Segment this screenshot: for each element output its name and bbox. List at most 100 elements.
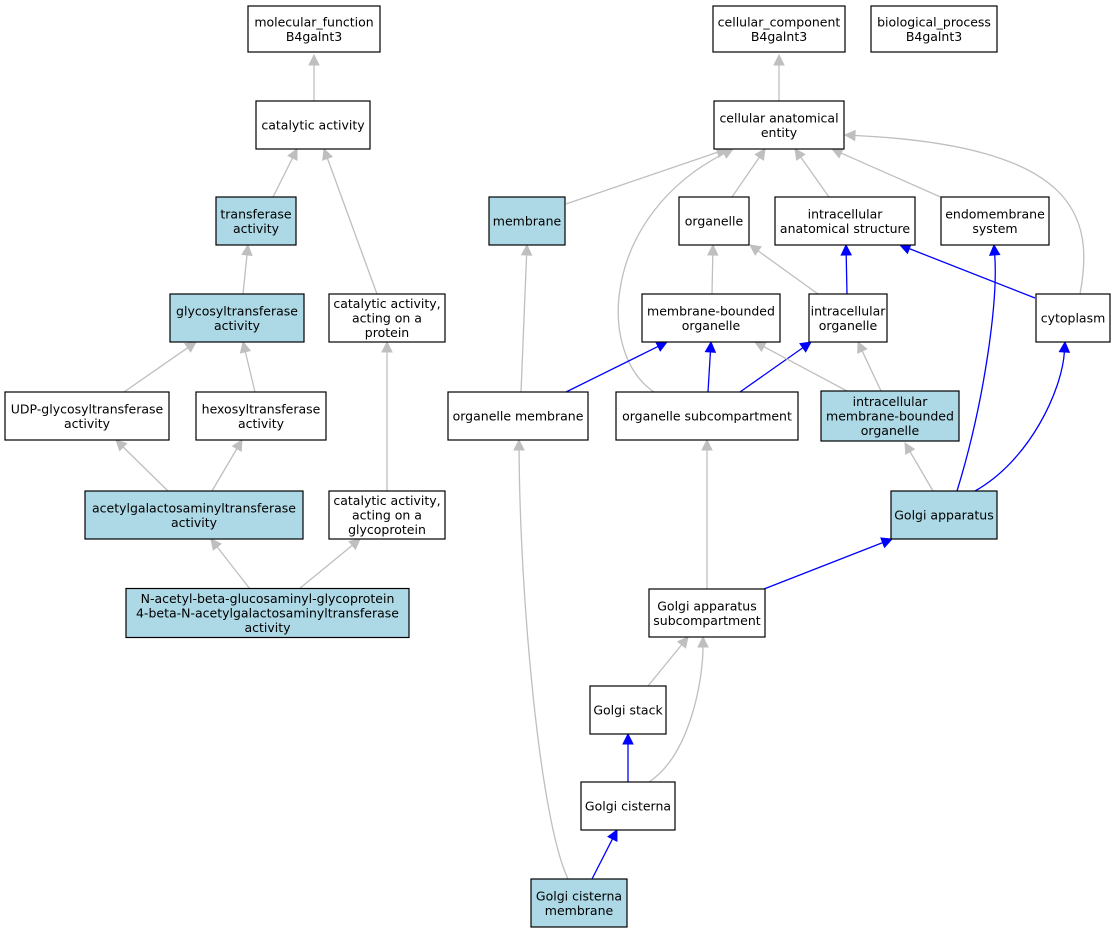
go-term-label: endomembrane xyxy=(945,206,1045,221)
arrowhead xyxy=(701,438,713,451)
edge-part-of-org-membrane-to-mbo xyxy=(565,341,669,393)
go-term-label: membrane xyxy=(545,903,614,918)
edge-part-of-golgi-cisterna-to-golgi-stack xyxy=(622,732,634,782)
arrowhead xyxy=(210,538,223,551)
go-term-box xyxy=(4,391,170,441)
edge-is-a-udp-to-glyco xyxy=(123,341,197,393)
go-term-node-membrane: membrane xyxy=(488,196,566,246)
edge-line xyxy=(272,157,294,198)
go-term-label: cellular anatomical xyxy=(719,110,838,125)
edge-line xyxy=(956,254,996,492)
edge-line xyxy=(123,347,189,393)
edge-line xyxy=(840,152,946,200)
edge-line xyxy=(757,250,819,295)
arrowhead xyxy=(794,148,806,161)
edge-is-a-membrane-to-cae xyxy=(565,146,729,205)
edge-line xyxy=(861,350,882,392)
edge-line xyxy=(731,156,760,198)
edge-line xyxy=(763,542,883,590)
edge-line xyxy=(854,134,1085,295)
go-term-label: activity xyxy=(244,620,291,635)
go-term-label: molecular_function xyxy=(254,14,373,29)
edge-is-a-ias-to-cae xyxy=(794,148,830,198)
go-term-label: membrane-bounded xyxy=(647,303,775,318)
go-term-label: organelle xyxy=(682,318,741,333)
arrowhead xyxy=(287,148,298,161)
go-term-box xyxy=(589,685,667,735)
go-term-box xyxy=(713,100,845,150)
arrowhead xyxy=(381,340,393,353)
go-term-label: hexosyltransferase xyxy=(202,401,321,416)
go-term-box xyxy=(820,390,960,442)
edge-line xyxy=(565,345,659,393)
edge-is-a-imbo-to-intra-org xyxy=(857,340,882,392)
edge-line xyxy=(298,544,353,590)
go-term-label: organelle xyxy=(685,214,744,229)
edge-is-a-endomembrane-to-cae xyxy=(830,147,946,200)
arrowhead xyxy=(520,243,533,256)
edge-is-a-golgi-cm-to-org-membrane xyxy=(513,438,569,880)
arrowhead xyxy=(607,829,618,842)
go-term-node-org-subcomp: organelle subcompartment xyxy=(615,391,799,441)
go-term-label: catalytic activity xyxy=(261,118,365,133)
arrowhead xyxy=(239,340,252,354)
go-term-node-cytoplasm: cytoplasm xyxy=(1035,293,1111,343)
edge-is-a-golgi-to-imbo xyxy=(904,442,934,492)
go-term-label: acting on a xyxy=(352,508,422,523)
go-term-label: cellular_component xyxy=(718,14,841,29)
go-term-label: Golgi apparatus xyxy=(894,508,994,523)
edge-line xyxy=(974,351,1066,492)
edge-is-a-org-subcomp-to-cae xyxy=(617,148,734,393)
arrowhead xyxy=(322,147,334,161)
go-term-label: intracellular xyxy=(808,206,884,221)
go-term-label: intracellular xyxy=(853,394,929,409)
edge-line xyxy=(244,351,256,393)
arrowhead xyxy=(115,439,128,452)
edge-is-a-organelle-to-cae xyxy=(731,148,766,198)
arrowhead xyxy=(513,438,525,451)
go-term-label: Golgi cisterna xyxy=(536,888,622,903)
go-term-label: catalytic activity, xyxy=(333,296,440,311)
edge-is-a-hexosyl-to-glyco xyxy=(239,340,256,393)
go-term-label: activity xyxy=(233,221,280,236)
arrowhead xyxy=(622,732,634,745)
edge-part-of-golgi-cm-to-golgi-cisterna xyxy=(591,829,618,880)
go-term-box xyxy=(648,588,766,638)
edge-is-a-transferase-to-catalytic xyxy=(272,148,298,198)
arrowhead xyxy=(754,148,766,161)
go-term-label: N-acetyl-beta-glucosaminyl-glycoprotein xyxy=(141,591,395,606)
edge-is-a-catalytic-to-mf-root xyxy=(308,53,320,101)
arrowhead xyxy=(988,243,1001,256)
edge-line xyxy=(216,546,251,590)
go-term-label: transferase xyxy=(220,206,292,221)
go-term-label: intracellular xyxy=(811,303,887,318)
go-term-label: activity xyxy=(238,416,285,431)
go-term-box xyxy=(580,781,676,831)
go-term-node-org-membrane: organelle membrane xyxy=(447,391,589,441)
go-term-label: biological_process xyxy=(877,14,991,29)
edge-line xyxy=(711,254,714,295)
go-term-label: organelle xyxy=(861,423,920,438)
go-term-label: anatomical structure xyxy=(780,221,910,236)
go-term-label: B4galnt3 xyxy=(906,29,962,44)
edge-is-a-cat-glycoprotein-to-cat-protein xyxy=(381,340,393,491)
go-term-box xyxy=(328,490,446,540)
arrowhead xyxy=(880,537,894,549)
arrowhead xyxy=(1058,340,1071,353)
go-term-box xyxy=(808,293,888,343)
go-term-box xyxy=(530,878,628,928)
edge-is-a-cytoplasm-to-cae xyxy=(843,129,1085,295)
arrowhead xyxy=(704,340,717,353)
go-term-label: activity xyxy=(64,416,111,431)
edge-line xyxy=(591,838,614,880)
